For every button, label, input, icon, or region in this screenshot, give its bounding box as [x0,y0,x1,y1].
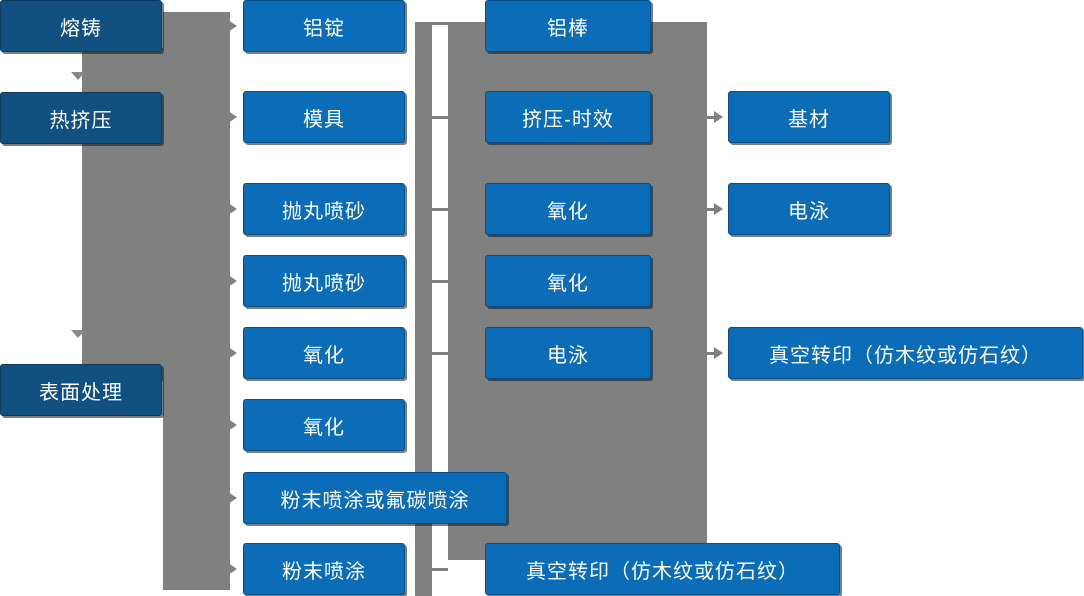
arrow-melt-to-extrusion-icon [71,72,85,80]
arrow-to-c4-3-icon [714,347,723,359]
arrow-extrusion-to-surface-icon [71,330,85,338]
process-oxidation-c3-1-label: 氧化 [547,200,589,223]
arrow-to-c2-6-icon [228,419,237,431]
connector-column2-trunk [163,12,230,590]
arrow-to-c2-8-icon [228,563,237,575]
connector-rung-1 [432,22,448,25]
connector-rung-4 [432,280,448,283]
stage-hot-extrusion-label: 热挤压 [49,109,113,132]
process-electrophoresis-c3[interactable]: 电泳 [485,327,651,379]
connector-column3-riser [415,22,432,596]
arrow-to-c2-5-icon [228,347,237,359]
arrow-to-c2-7-icon [228,492,237,504]
connector-channel-gap-bottom [432,528,448,596]
process-aluminum-bar[interactable]: 铝棒 [485,0,651,52]
process-aluminum-bar-label: 铝棒 [547,17,589,40]
process-powder-coating[interactable]: 粉末喷涂 [243,543,405,595]
connector-rung-3 [432,208,448,211]
process-oxidation-c2-1[interactable]: 氧化 [243,327,405,379]
connector-surface-to-trunk [163,389,185,392]
stage-surface-treatment-label: 表面处理 [39,381,123,404]
process-aluminum-ingot[interactable]: 铝锭 [243,0,405,52]
process-shot-blast-2[interactable]: 抛丸喷砂 [243,255,405,307]
process-shot-blast-1[interactable]: 抛丸喷砂 [243,183,405,235]
arrow-to-c4-3-stem [707,352,717,355]
stage-melt-cast[interactable]: 熔铸 [0,0,162,52]
process-base-material-label: 基材 [788,108,830,131]
process-shot-blast-1-label: 抛丸喷砂 [282,200,366,223]
process-powder-coating-label: 粉末喷涂 [282,560,366,583]
arrow-to-c2-2-icon [228,111,237,123]
process-extrusion-aging-label: 挤压-时效 [522,108,614,131]
process-powder-or-fluorocarbon-coating[interactable]: 粉末喷涂或氟碳喷涂 [243,472,507,524]
arrow-to-c4-2-icon [714,203,723,215]
process-base-material[interactable]: 基材 [728,91,890,143]
stage-surface-treatment[interactable]: 表面处理 [0,364,162,416]
process-electrophoresis-c4-label: 电泳 [788,200,830,223]
arrow-to-c4-2-stem [707,208,717,211]
process-oxidation-c3-2-label: 氧化 [547,272,589,295]
process-mold-label: 模具 [303,108,345,131]
connector-channel-gap-lower [432,318,448,518]
stage-melt-cast-label: 熔铸 [60,17,102,40]
process-extrusion-aging[interactable]: 挤压-时效 [485,91,651,143]
process-vacuum-transfer-c3-label: 真空转印（仿木纹或仿石纹） [526,560,799,583]
arrow-to-c4-1-icon [714,111,723,123]
process-electrophoresis-c3-label: 电泳 [547,344,589,367]
process-vacuum-transfer-c4-label: 真空转印（仿木纹或仿石纹） [769,344,1042,367]
arrow-to-c2-4-icon [228,275,237,287]
process-mold[interactable]: 模具 [243,91,405,143]
stage-hot-extrusion[interactable]: 热挤压 [0,92,162,144]
arrow-to-c2-1-icon [228,20,237,32]
process-vacuum-transfer-c3[interactable]: 真空转印（仿木纹或仿石纹） [485,543,840,595]
process-oxidation-c2-2[interactable]: 氧化 [243,399,405,451]
process-oxidation-c2-1-label: 氧化 [303,344,345,367]
process-electrophoresis-c4[interactable]: 电泳 [728,183,890,235]
connector-channel-gap [432,22,448,304]
arrow-to-c2-3-icon [228,203,237,215]
connector-rung-7 [432,568,448,571]
process-aluminum-ingot-label: 铝锭 [303,17,345,40]
arrow-to-c4-1-stem [707,116,717,119]
process-powder-or-fluorocarbon-coating-label: 粉末喷涂或氟碳喷涂 [280,489,470,512]
process-oxidation-c3-1[interactable]: 氧化 [485,183,651,235]
process-oxidation-c3-2[interactable]: 氧化 [485,255,651,307]
process-shot-blast-2-label: 抛丸喷砂 [282,272,366,295]
process-oxidation-c2-2-label: 氧化 [303,416,345,439]
connector-rung-5 [432,352,448,355]
process-vacuum-transfer-c4[interactable]: 真空转印（仿木纹或仿石纹） [728,327,1083,379]
connector-rung-2 [432,116,448,119]
